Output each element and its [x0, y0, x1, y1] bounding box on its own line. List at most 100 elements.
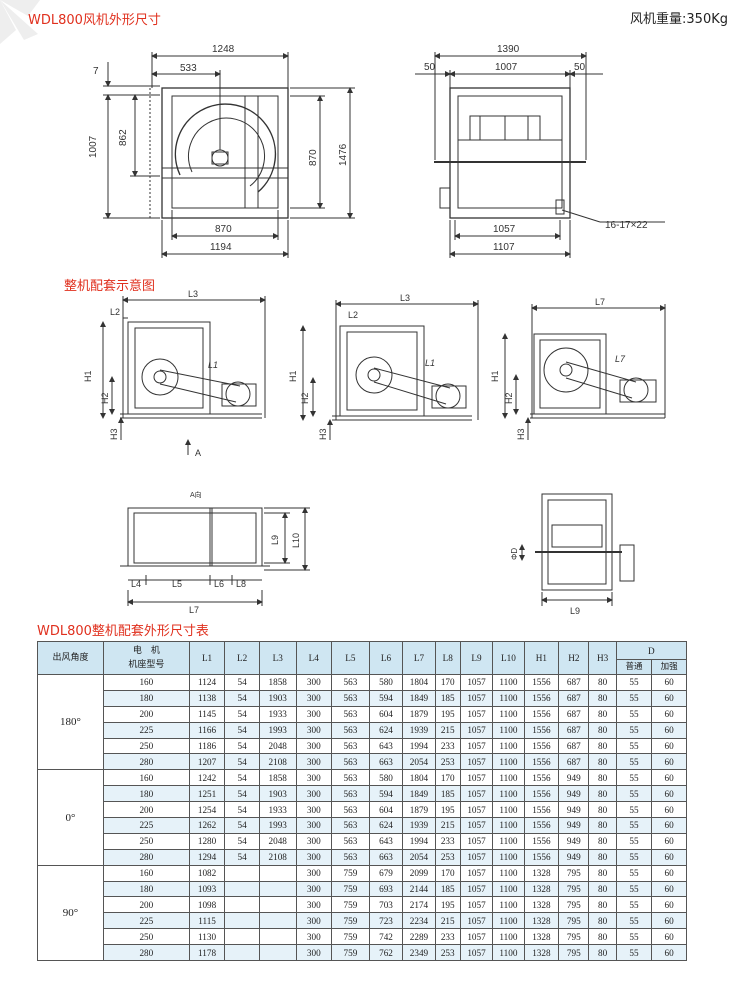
table-cell: 1328 — [523, 880, 560, 898]
label-h2-a: H2 — [100, 392, 110, 404]
table-cell: 300 — [295, 737, 333, 755]
table-cell: 1057 — [459, 848, 494, 866]
dim-1007-side: 1007 — [495, 62, 518, 73]
table-cell: 1057 — [459, 674, 494, 691]
table-cell: 300 — [295, 769, 333, 787]
dim-862: 862 — [118, 129, 129, 146]
label-l5: L5 — [172, 579, 182, 589]
label-l1-b: L1 — [425, 358, 435, 368]
header-l8: L8 — [434, 641, 461, 675]
table-cell: 687 — [558, 705, 590, 723]
table-cell: 1115 — [188, 912, 226, 930]
table-cell: 300 — [295, 912, 333, 930]
dim-7: 7 — [93, 66, 99, 77]
table-cell: 1130 — [188, 928, 226, 946]
angle-cell: 180° — [37, 673, 104, 771]
label-l10: L10 — [291, 533, 301, 548]
header-d: D — [615, 641, 688, 660]
table-cell: 54 — [224, 769, 260, 787]
header-h2: H2 — [558, 641, 590, 675]
table-cell: 563 — [331, 769, 370, 787]
table-cell: 1100 — [492, 848, 525, 866]
table-cell: 160 — [102, 864, 190, 882]
table-cell — [224, 944, 260, 962]
table-cell — [258, 928, 297, 946]
table-cell: 60 — [651, 848, 687, 866]
table-cell: 55 — [615, 944, 653, 962]
table-cell: 55 — [615, 880, 653, 898]
table-cell: 759 — [331, 896, 370, 914]
table-cell: 200 — [102, 705, 190, 723]
table-cell: 55 — [615, 753, 653, 771]
table-cell: 594 — [368, 689, 404, 707]
table-cell: 60 — [651, 912, 687, 930]
fan-weight: 风机重量:350Kg — [630, 12, 728, 27]
table-cell: 2048 — [258, 737, 297, 755]
table-cell: 55 — [615, 689, 653, 707]
table-cell: 54 — [224, 785, 260, 803]
table-cell: 1328 — [523, 912, 560, 930]
label-l7-c-inner: L7 — [615, 354, 626, 364]
table-cell: 1166 — [188, 721, 226, 739]
front-view-drawing — [149, 87, 289, 219]
table-cell — [224, 896, 260, 914]
table-cell — [224, 928, 260, 946]
header-l5: L5 — [331, 641, 370, 675]
table-cell: 180 — [102, 880, 190, 898]
table-cell: 300 — [295, 896, 333, 914]
table-cell: 215 — [434, 721, 461, 739]
label-l8: L8 — [236, 579, 246, 589]
table-cell: 60 — [651, 832, 687, 850]
table-cell: 80 — [588, 705, 617, 723]
table-cell: 563 — [331, 721, 370, 739]
label-l1-a: L1 — [208, 360, 218, 370]
table-cell: 1556 — [523, 848, 560, 866]
table-cell: 80 — [588, 785, 617, 803]
table-cell: 1328 — [523, 864, 560, 882]
table-cell: 795 — [558, 912, 590, 930]
table-cell: 60 — [651, 705, 687, 723]
table-cell: 80 — [588, 848, 617, 866]
table-cell: 1100 — [492, 944, 525, 962]
table-cell: 1556 — [523, 753, 560, 771]
table-cell: 1057 — [459, 721, 494, 739]
table-cell: 1556 — [523, 721, 560, 739]
table-cell: 215 — [434, 912, 461, 930]
header-d-strong: 加强 — [651, 659, 687, 675]
table-cell: 1093 — [188, 880, 226, 898]
table-cell: 60 — [651, 769, 687, 787]
table-cell: 185 — [434, 785, 461, 803]
table-cell: 2054 — [402, 848, 436, 866]
table-cell: 1556 — [523, 817, 560, 834]
table-cell: 54 — [224, 817, 260, 834]
table-cell: 1057 — [459, 944, 494, 962]
table-cell: 1145 — [188, 705, 226, 723]
table-cell: 949 — [558, 832, 590, 850]
table-cell: 195 — [434, 705, 461, 723]
table-cell: 1057 — [459, 880, 494, 898]
table-cell — [258, 896, 297, 914]
table-cell: 2174 — [402, 896, 436, 914]
table-cell: 1556 — [523, 785, 560, 803]
table-cell: 225 — [102, 912, 190, 930]
table-cell: 185 — [434, 880, 461, 898]
label-l6: L6 — [214, 579, 224, 589]
table-cell: 80 — [588, 817, 617, 834]
table-cell: 949 — [558, 817, 590, 834]
table-cell: 253 — [434, 848, 461, 866]
table-cell: 687 — [558, 721, 590, 739]
table-cell: 300 — [295, 753, 333, 771]
table-cell: 80 — [588, 944, 617, 962]
table-cell: 1100 — [492, 737, 525, 755]
table-cell: 563 — [331, 832, 370, 850]
table-cell: 280 — [102, 753, 190, 771]
table-cell: 1328 — [523, 928, 560, 946]
label-l3-a: L3 — [188, 289, 198, 299]
label-phi-d: ΦD — [510, 548, 519, 560]
dim-1476: 1476 — [338, 143, 349, 166]
label-l9-b: L9 — [570, 606, 580, 616]
